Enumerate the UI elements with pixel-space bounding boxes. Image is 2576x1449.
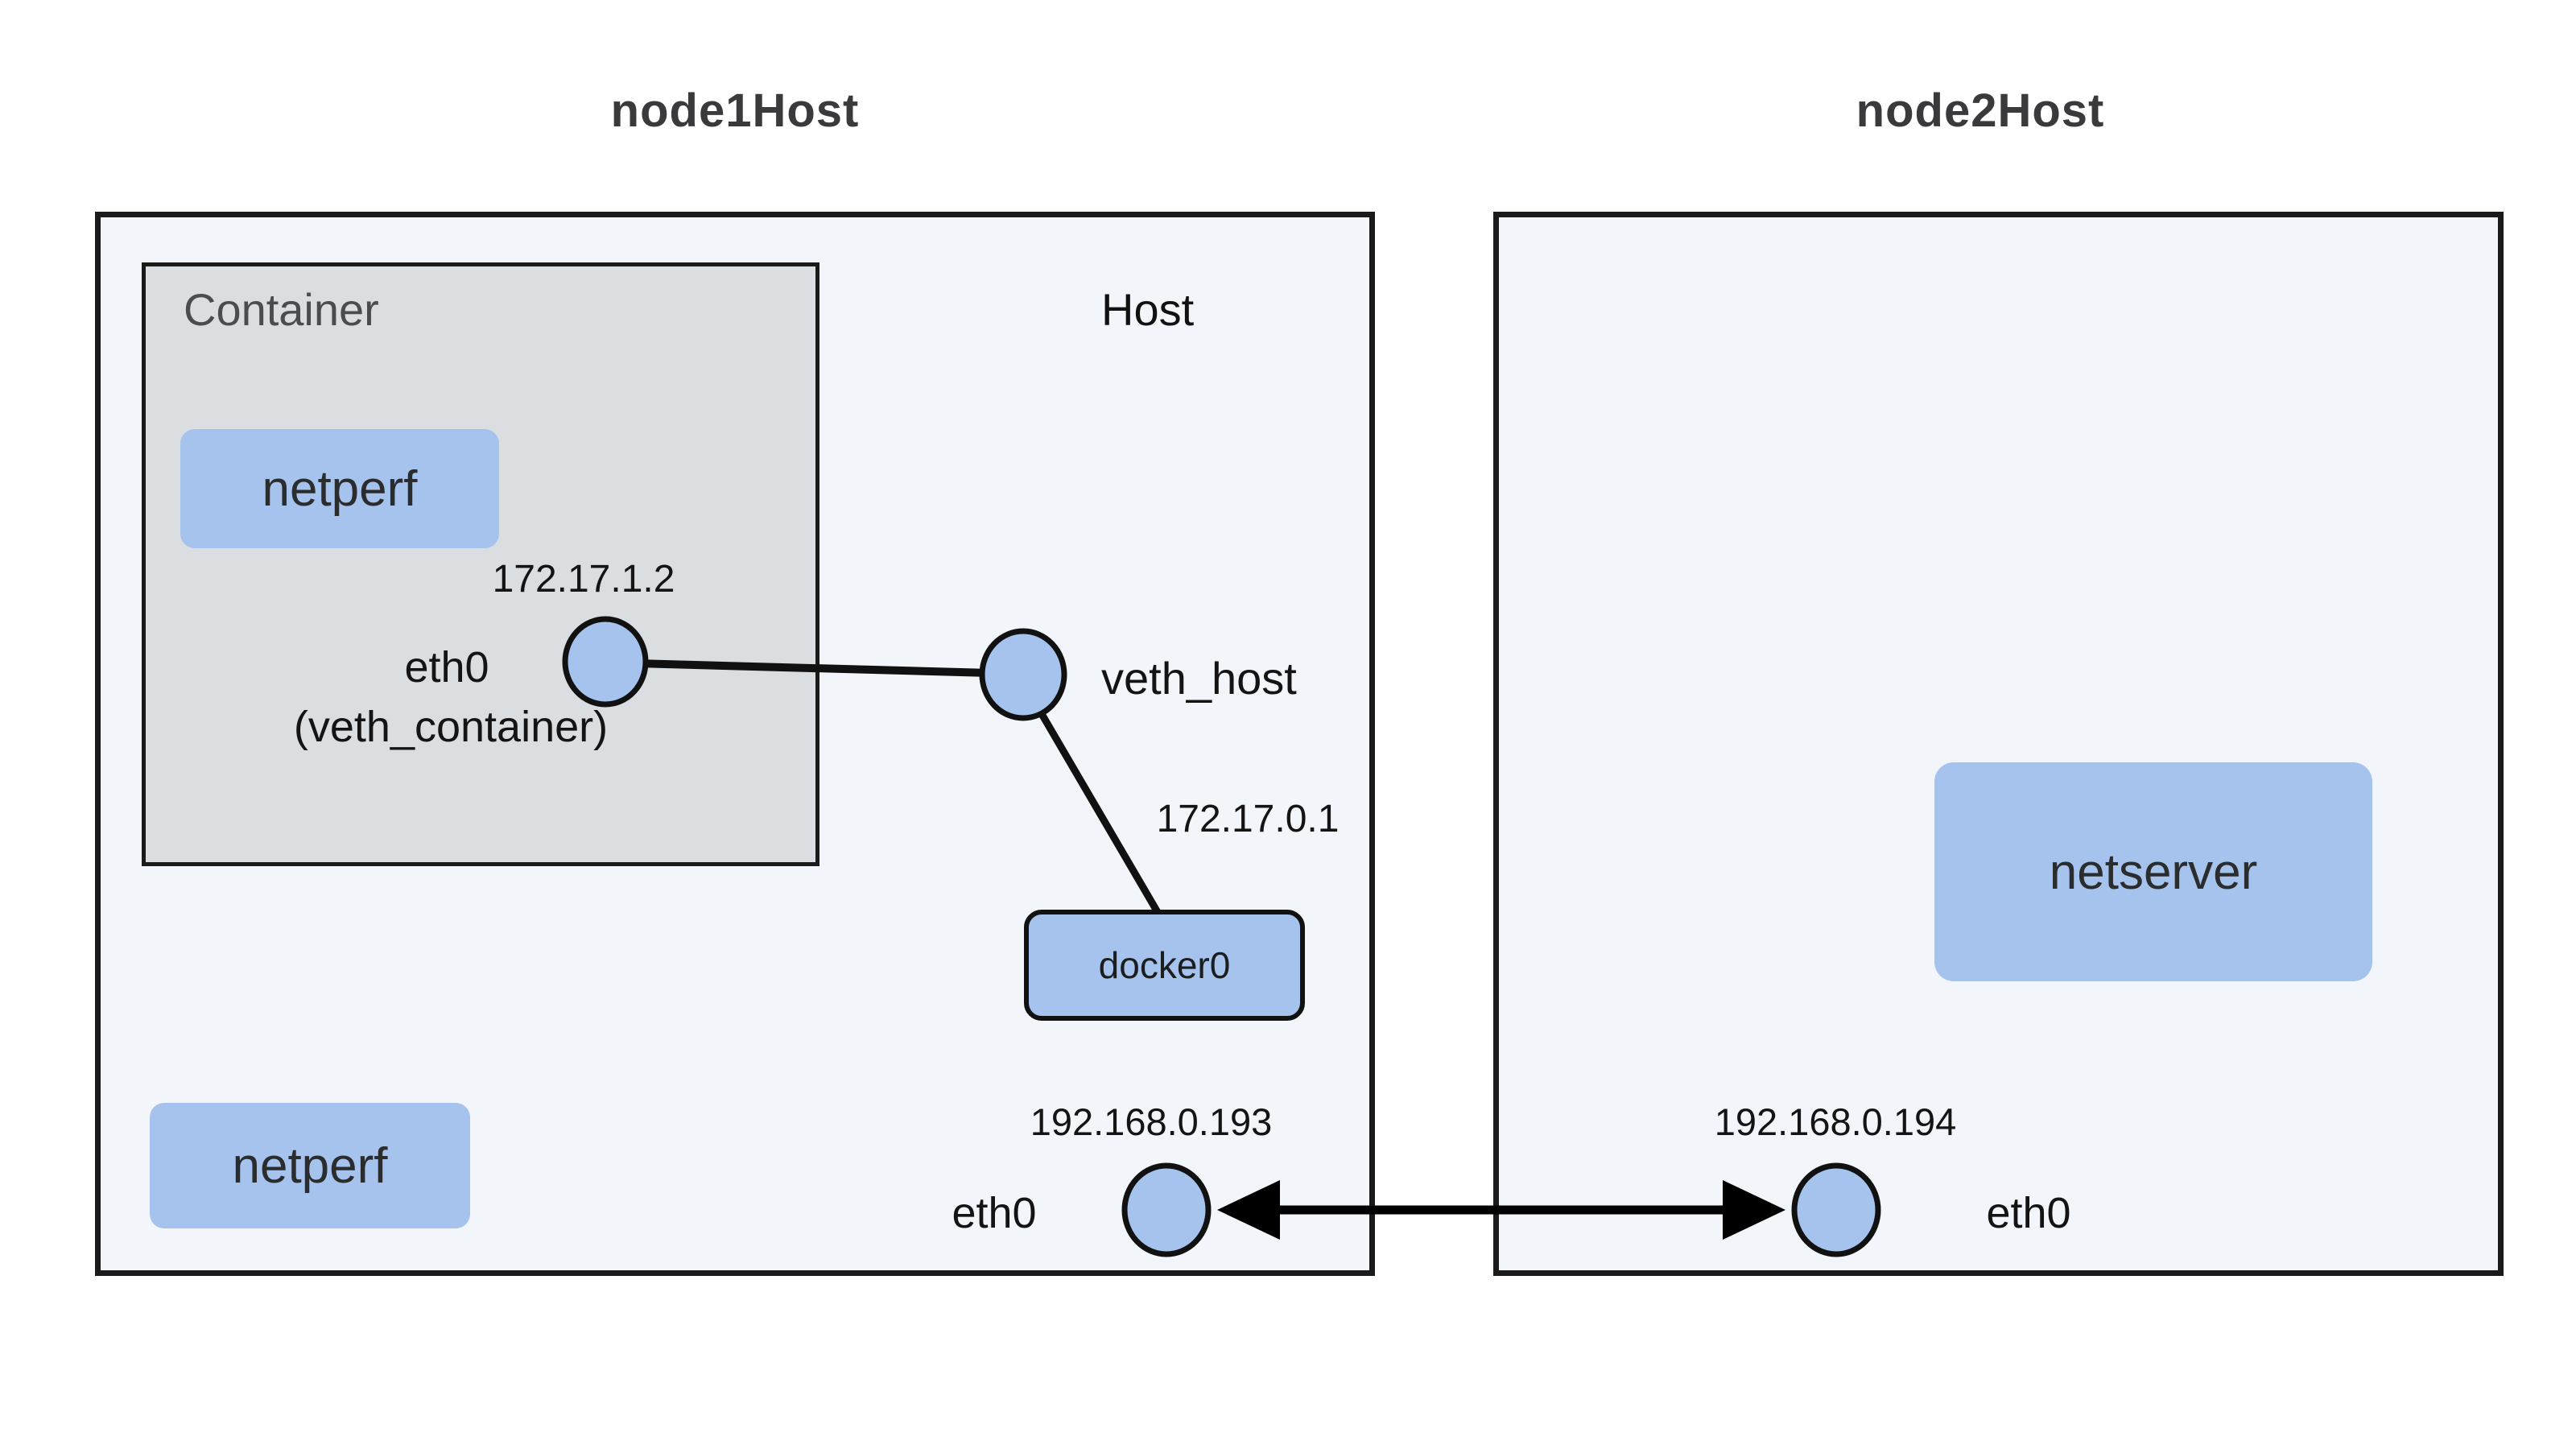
node1-title: node1Host [610, 85, 860, 137]
container-eth0-label: eth0 [404, 643, 489, 691]
node2-host-box [1493, 212, 2504, 1276]
netserver-box: netserver [1934, 762, 2372, 981]
node2-eth0-label: eth0 [1986, 1189, 2071, 1237]
container-netperf-box: netperf [180, 429, 499, 548]
node2-title: node2Host [1856, 85, 2105, 137]
veth-host-label: veth_host [1101, 653, 1297, 704]
node1-eth0-ip: 192.168.0.193 [1030, 1100, 1273, 1143]
veth-container-ip: 172.17.1.2 [492, 558, 675, 601]
container-label: Container [184, 284, 379, 335]
node2-eth0-ip: 192.168.0.194 [1714, 1100, 1957, 1143]
host-label: Host [1101, 284, 1195, 335]
node1-eth0-label: eth0 [952, 1189, 1037, 1237]
veth-container-alias-label: (veth_container) [293, 703, 609, 751]
host-netperf-box: netperf [150, 1103, 470, 1228]
container-box [142, 262, 819, 866]
docker0-ip: 172.17.0.1 [1156, 798, 1340, 840]
docker0-box: docker0 [1024, 910, 1305, 1021]
